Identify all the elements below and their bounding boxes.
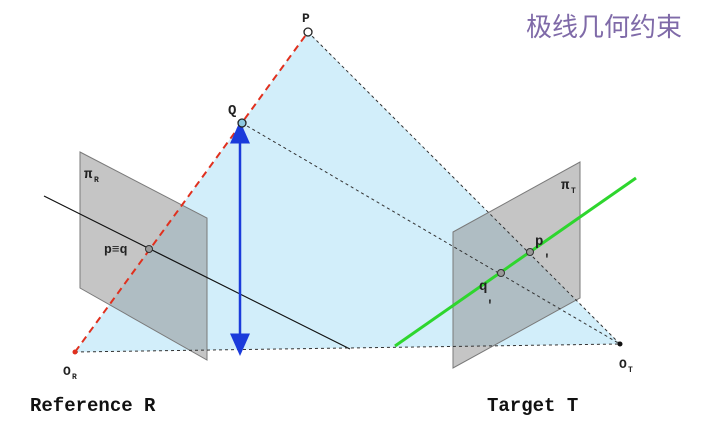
epipolar-line (394, 176, 637, 348)
point-Q (237, 118, 247, 128)
label-OT-sub: T (628, 366, 633, 375)
point-OT (617, 341, 623, 347)
reference-image-plane (79, 151, 208, 361)
label-q-prime-mark: ' (486, 298, 494, 313)
label-P: P (302, 11, 310, 26)
caption-reference: Reference R (30, 395, 156, 417)
point-P (303, 27, 313, 37)
point-OR (72, 349, 78, 355)
label-OR-sub: R (72, 373, 77, 382)
label-OR: O (63, 364, 71, 379)
point-pq (145, 245, 153, 253)
label-OT: O (619, 357, 627, 372)
baseline (74, 343, 621, 353)
label-pi-r: π (84, 167, 93, 183)
point-p-prime (526, 248, 534, 256)
reference-ray (74, 31, 309, 353)
label-Q: Q (228, 103, 236, 119)
viewing-line (43, 195, 351, 350)
label-pi-r-sub: R (94, 176, 99, 185)
label-p-prime: p (535, 234, 543, 250)
ray-q-to-ot (241, 122, 621, 345)
label-q-prime: q (479, 279, 487, 295)
label-pi-t-sub: T (571, 187, 576, 196)
slide-title: 极线几何约束 (526, 13, 682, 43)
label-pq: p≡q (104, 242, 127, 257)
caption-target: Target T (487, 395, 578, 417)
point-q-prime (497, 269, 505, 277)
label-p-prime-mark: ' (543, 252, 551, 267)
target-image-plane (452, 161, 581, 369)
label-pi-t: π (561, 178, 570, 194)
ray-p-to-ot (307, 31, 621, 345)
